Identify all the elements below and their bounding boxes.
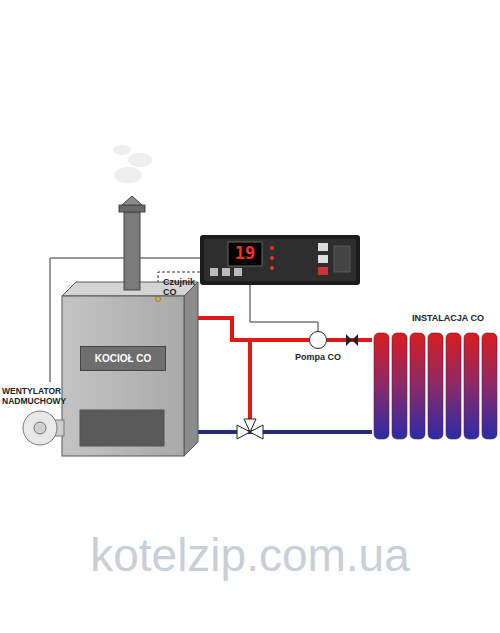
pump-circle: Pompa CO <box>309 331 327 349</box>
check-valve <box>346 334 358 346</box>
radiator <box>374 333 497 439</box>
pipe <box>184 318 309 340</box>
three-way-valve <box>237 419 263 439</box>
node-text: KOCIOŁ CO <box>80 346 166 371</box>
controller-panel <box>200 235 360 285</box>
boiler-box: KOCIOŁ CO <box>62 296 184 456</box>
sensor-label: Czujnik CO <box>163 277 203 298</box>
radiator-installation: INSTALACJA CO <box>372 330 498 440</box>
pipe <box>184 430 372 434</box>
node-text: WENTYLATOR NADMUCHOWY <box>2 386 60 406</box>
steam <box>113 145 152 183</box>
boiler-body <box>62 282 198 456</box>
node-text: INSTALACJA CO <box>400 313 496 323</box>
signal-wire <box>250 285 318 331</box>
controller-display: 19 <box>200 235 360 285</box>
node-text: 19 <box>228 242 262 264</box>
sensor-dot <box>156 297 161 302</box>
fan <box>23 411 64 445</box>
node-text: Pompa CO <box>287 352 349 362</box>
fan-blower: WENTYLATOR NADMUCHOWY <box>2 382 60 448</box>
watermark: kotelzip.com.ua <box>0 528 500 582</box>
chimney <box>119 196 145 290</box>
bypass-pipe <box>248 340 252 424</box>
